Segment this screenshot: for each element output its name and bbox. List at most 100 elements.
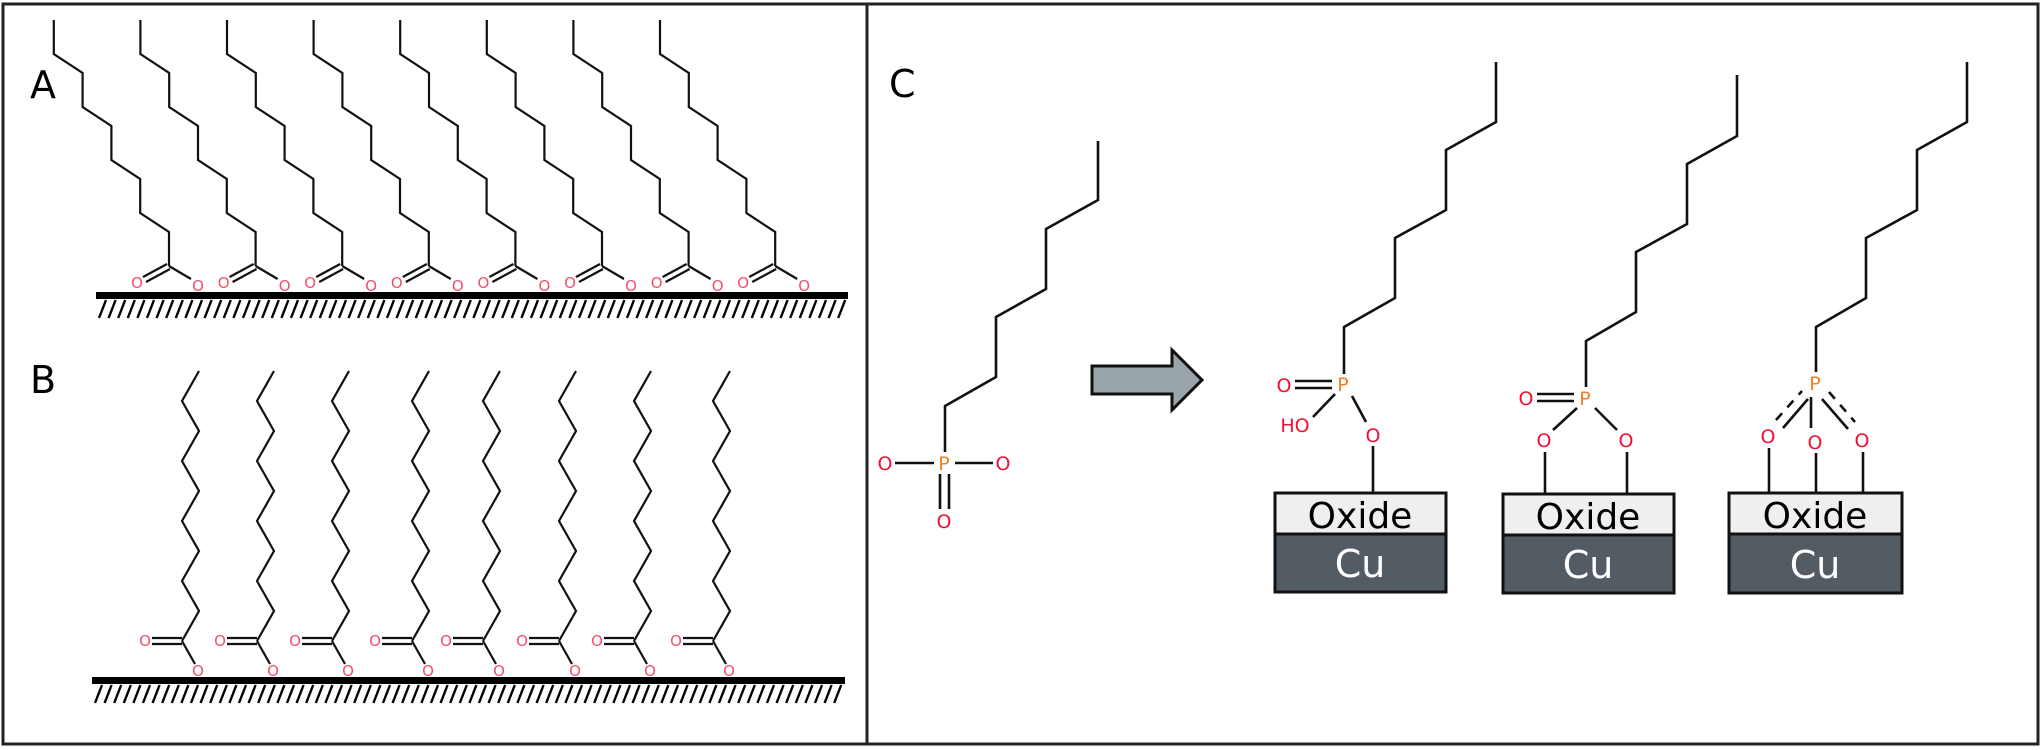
hatch-mark <box>549 299 559 319</box>
hatch-mark <box>337 299 348 319</box>
hatch-mark <box>232 299 242 319</box>
hatch-mark <box>587 299 597 319</box>
carboxylate-molecule: OO <box>369 370 434 680</box>
atom-o: O <box>798 277 810 295</box>
hatch-mark <box>433 299 444 319</box>
hatch-mark <box>343 684 353 704</box>
c-o-bond <box>601 265 625 280</box>
atom-o: O <box>569 662 581 680</box>
atom-o: O <box>1855 430 1870 452</box>
hatch-mark <box>424 299 434 319</box>
atom-o: O <box>1519 388 1534 410</box>
hatch-mark <box>189 684 200 704</box>
hatch-mark <box>823 684 833 704</box>
hatch-mark <box>314 684 324 704</box>
atom-o: O <box>996 453 1011 475</box>
hatch-mark <box>654 299 664 319</box>
hatch-mark <box>535 684 545 704</box>
atom-o: O <box>1808 432 1823 454</box>
hatch-mark <box>165 299 175 319</box>
atom-p: P <box>938 453 949 475</box>
hatch-mark <box>606 299 616 319</box>
alkyl-chain <box>481 370 502 642</box>
atom-o: O <box>644 662 656 680</box>
atom-o: O <box>342 662 354 680</box>
cu-layer <box>1273 532 1448 594</box>
c-o-double-bond <box>145 268 171 283</box>
atom-o: O <box>218 274 230 292</box>
surface-hatching <box>97 299 847 319</box>
hatch-mark <box>449 684 459 704</box>
hatch-mark <box>506 684 516 704</box>
c-o-bond <box>331 640 346 665</box>
c-o-double-bond <box>665 268 691 283</box>
atom-o: O <box>1277 375 1292 397</box>
hatch-mark <box>193 299 204 319</box>
hatch-mark <box>103 684 113 704</box>
hatch-mark <box>247 684 257 704</box>
hatch-mark <box>487 684 497 704</box>
oxide-label: Oxide <box>1308 496 1413 537</box>
hatch-mark <box>616 299 626 319</box>
panel-label-b: B <box>30 358 56 402</box>
hatch-mark <box>510 299 520 319</box>
oxide-cu-substrate: Oxide Cu <box>1727 491 1904 595</box>
c-o-double-bond <box>405 268 431 283</box>
hatch-mark <box>693 299 703 319</box>
cu-label: Cu <box>1563 543 1614 587</box>
hatch-mark <box>251 299 261 319</box>
hatch-mark <box>410 684 420 704</box>
hatch-mark <box>497 684 507 704</box>
hatch-mark <box>750 299 760 319</box>
c-o-double-bond <box>318 268 344 283</box>
hatch-mark <box>679 684 689 704</box>
carboxylate-molecule: OO <box>591 370 656 680</box>
hatch-mark <box>289 299 300 319</box>
hatch-mark <box>270 299 280 319</box>
hatch-mark <box>789 299 799 319</box>
hatch-mark <box>827 299 837 319</box>
hatch-mark <box>612 684 622 704</box>
hatch-mark <box>516 684 526 704</box>
hatch-mark <box>93 684 104 704</box>
hatch-mark <box>276 684 286 704</box>
hatch-mark <box>280 299 290 319</box>
hatch-mark <box>199 684 209 704</box>
hatch-mark <box>741 299 751 319</box>
cu-label: Cu <box>1335 542 1386 586</box>
hatch-mark <box>664 299 674 319</box>
hatch-mark <box>453 299 463 319</box>
alkyl-chain <box>399 20 517 266</box>
hatch-mark <box>429 684 440 704</box>
c-o-bond <box>482 640 497 665</box>
surface-hatching <box>93 684 843 704</box>
atom-o: O <box>625 277 637 295</box>
p-o-bond-left <box>1552 407 1578 431</box>
carboxylate-molecule: OO <box>289 370 354 680</box>
hatch-mark <box>702 299 712 319</box>
alkyl-chain <box>485 20 604 266</box>
hatch-mark <box>174 299 184 319</box>
hatch-mark <box>673 299 684 319</box>
hatch-mark <box>577 299 588 319</box>
atom-o: O <box>267 662 279 680</box>
atom-o: O <box>139 632 151 650</box>
hatch-mark <box>401 684 411 704</box>
hatch-mark <box>737 684 747 704</box>
atom-o: O <box>369 632 381 650</box>
atom-o: O <box>304 274 316 292</box>
atom-o: O <box>737 274 749 292</box>
atom-o: O <box>422 662 434 680</box>
hatch-mark <box>357 299 367 319</box>
cu-label: Cu <box>1790 543 1841 587</box>
hatch-mark <box>237 684 248 704</box>
atom-o: O <box>493 662 505 680</box>
alkyl-chain <box>225 20 344 266</box>
hatch-mark <box>443 299 453 319</box>
hatch-mark <box>405 299 415 319</box>
atom-o: O <box>878 453 893 475</box>
c-o-bond <box>411 640 426 665</box>
hatch-mark <box>113 684 123 704</box>
